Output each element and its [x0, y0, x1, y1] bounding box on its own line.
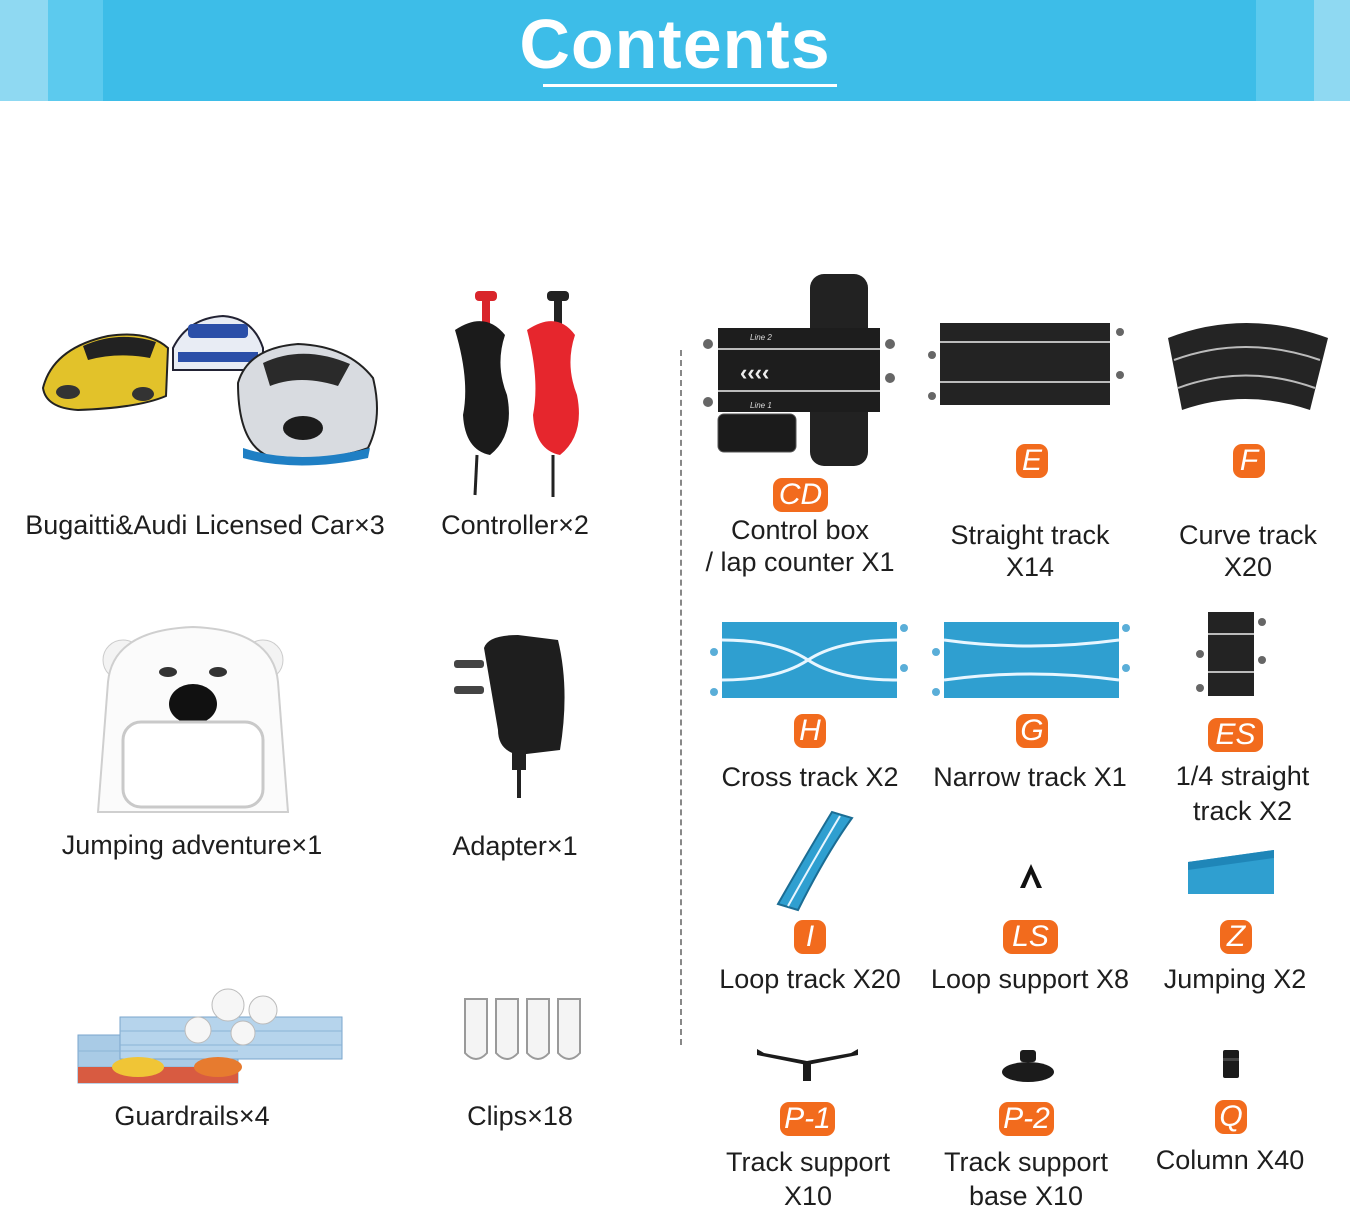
code-badge-z: Z [1220, 920, 1252, 954]
cars-image [41, 314, 378, 466]
quarter-straight-label-2: track X2 [1192, 796, 1293, 826]
code-badge-cd: CD [773, 478, 828, 512]
curve-track-label-2: X20 [1223, 552, 1273, 582]
banner-edge-left [0, 0, 48, 101]
code-badge-es: ES [1208, 718, 1263, 752]
control-box-label-1: Control box [730, 515, 870, 545]
svg-text:‹‹‹‹: ‹‹‹‹ [740, 360, 769, 385]
code-badge-g: G [1016, 714, 1048, 748]
page-title: Contents [519, 5, 831, 83]
narrow-track-image [932, 622, 1130, 698]
loop-support-label: Loop support X8 [930, 964, 1130, 994]
controllers-label: Controller×2 [441, 510, 589, 540]
code-badge-p1: P-1 [780, 1102, 835, 1136]
cross-track-image [710, 622, 908, 698]
controllers-image [455, 291, 579, 497]
control-box-label-2: / lap counter X1 [705, 547, 895, 577]
quarter-straight-label-1: 1/4 straight [1175, 761, 1310, 791]
code-badge-f: F [1233, 444, 1265, 478]
code-badge-q: Q [1215, 1100, 1247, 1134]
clips-label: Clips×18 [467, 1101, 573, 1131]
track-support-base-label-2: base X10 [968, 1181, 1084, 1211]
code-badge-p2: P-2 [999, 1102, 1054, 1136]
track-support-base-label-1: Track support [943, 1147, 1109, 1177]
jumping-ramp-image [1188, 850, 1274, 894]
straight-track-image [928, 323, 1124, 405]
code-badge-i: I [794, 920, 826, 954]
title-underline [543, 84, 837, 87]
straight-track-label-1: Straight track [950, 520, 1110, 550]
column-label: Column X40 [1155, 1145, 1305, 1175]
lane-label-line2: Line 2 [750, 333, 772, 342]
code-badge-e: E [1016, 444, 1048, 478]
clips-image [464, 998, 581, 1060]
track-support-base-image [1002, 1050, 1054, 1082]
adapter-image [454, 635, 565, 798]
code-badge-h: H [794, 714, 826, 748]
straight-track-label-2: X14 [1005, 552, 1055, 582]
cross-track-label: Cross track X2 [721, 762, 899, 792]
track-support-image [757, 1049, 858, 1081]
jumping-adventure-label: Jumping adventure×1 [61, 830, 323, 860]
curve-track-image [1168, 323, 1328, 410]
banner-edge-right [1314, 0, 1350, 101]
polar-bear-image [96, 625, 290, 813]
code-badge-ls: LS [1003, 920, 1058, 954]
header-banner: Contents [0, 0, 1350, 101]
column-image [1223, 1050, 1239, 1078]
banner-edge-left-inner [48, 0, 103, 101]
track-support-label-2: X10 [783, 1181, 833, 1211]
column-divider [680, 350, 682, 1045]
jumping-label: Jumping X2 [1163, 964, 1307, 994]
loop-track-label: Loop track X20 [719, 964, 901, 994]
quarter-straight-track-image [1196, 612, 1266, 696]
narrow-track-label: Narrow track X1 [933, 762, 1127, 792]
track-support-label-1: Track support [725, 1147, 891, 1177]
control-box-image: Line 2 Line 1 ‹‹‹‹ [703, 274, 895, 466]
banner-edge-right-inner [1256, 0, 1314, 101]
loop-track-image [776, 810, 854, 912]
cars-label: Bugaitti&Audi Licensed Car×3 [25, 510, 385, 540]
lane-label-line1: Line 1 [750, 401, 772, 410]
curve-track-label-1: Curve track [1178, 520, 1318, 550]
guardrails-image [77, 988, 343, 1084]
loop-support-image [1020, 864, 1042, 888]
adapter-label: Adapter×1 [452, 831, 578, 861]
guardrails-label: Guardrails×4 [114, 1101, 270, 1131]
